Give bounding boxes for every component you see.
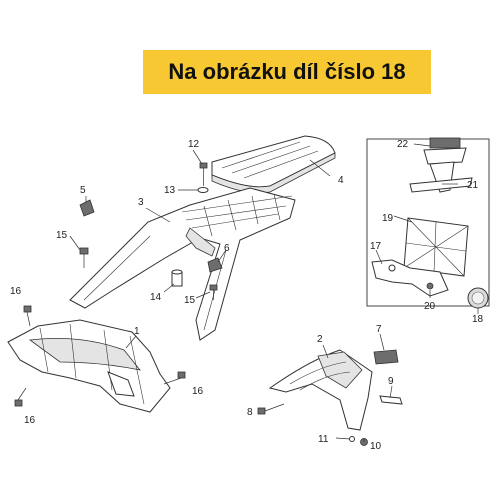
callout-1: 1	[134, 326, 140, 337]
callout-12: 12	[188, 139, 200, 150]
callout-20: 20	[424, 301, 436, 312]
callout-21: 21	[467, 180, 479, 191]
callout-18-visible: 18	[472, 314, 484, 325]
callout-14: 14	[150, 292, 162, 303]
part-15-screw-a[interactable]	[79, 247, 89, 268]
part-3-rear-frame[interactable]	[69, 187, 296, 341]
part-21-support[interactable]	[409, 161, 473, 193]
callout-3: 3	[138, 197, 144, 208]
callout-19: 19	[382, 213, 394, 224]
part-18-reflector[interactable]	[467, 287, 489, 309]
callout-13: 13	[164, 185, 176, 196]
highlight-part-banner: Na obrázku díl číslo 18	[143, 50, 431, 94]
leader-lines	[69, 143, 479, 442]
part-7-reflector[interactable]	[373, 349, 399, 365]
part-2-mudguard[interactable]	[268, 349, 373, 431]
callout-2: 2	[317, 334, 323, 345]
part-8-screw[interactable]	[257, 403, 285, 415]
part-11-washer[interactable]	[349, 436, 355, 442]
callout-16-a: 16	[10, 286, 22, 297]
callout-labels: 12 13 4 5 3 15 6 14 15 16 1 16 16 2 7 9 …	[10, 139, 484, 452]
callout-7: 7	[376, 324, 382, 335]
callout-6: 6	[224, 243, 230, 254]
part-5-clip[interactable]	[79, 199, 95, 217]
part-9-bracket[interactable]	[379, 395, 403, 405]
callout-8: 8	[247, 407, 253, 418]
callout-15-b: 15	[184, 295, 196, 306]
part-19-plate-holder[interactable]	[403, 217, 469, 277]
part-22-bracket[interactable]	[423, 137, 467, 165]
callout-22: 22	[397, 139, 409, 150]
part-13-washer[interactable]	[197, 187, 209, 193]
part-12-screw[interactable]	[199, 162, 208, 186]
part-16-screw-a[interactable]	[23, 305, 32, 327]
callout-5: 5	[80, 185, 86, 196]
part-14-spacer[interactable]	[171, 269, 183, 287]
callout-9: 9	[388, 376, 394, 387]
callout-16-b: 16	[192, 386, 204, 397]
part-4-rack-cover[interactable]	[211, 135, 336, 194]
callout-4: 4	[338, 175, 344, 186]
part-15-screw-b[interactable]	[209, 284, 218, 300]
part-16-screw-c[interactable]	[14, 387, 27, 407]
callout-16-c: 16	[24, 415, 36, 426]
part-20-screw[interactable]	[426, 282, 434, 290]
callout-17: 17	[370, 241, 382, 252]
callout-10: 10	[370, 441, 382, 452]
banner-text: Na obrázku díl číslo 18	[168, 59, 406, 84]
callout-11: 11	[318, 434, 329, 445]
part-1-rear-undertray[interactable]	[7, 319, 171, 413]
callout-15-a: 15	[56, 230, 68, 241]
part-16-screw-b[interactable]	[163, 371, 186, 385]
